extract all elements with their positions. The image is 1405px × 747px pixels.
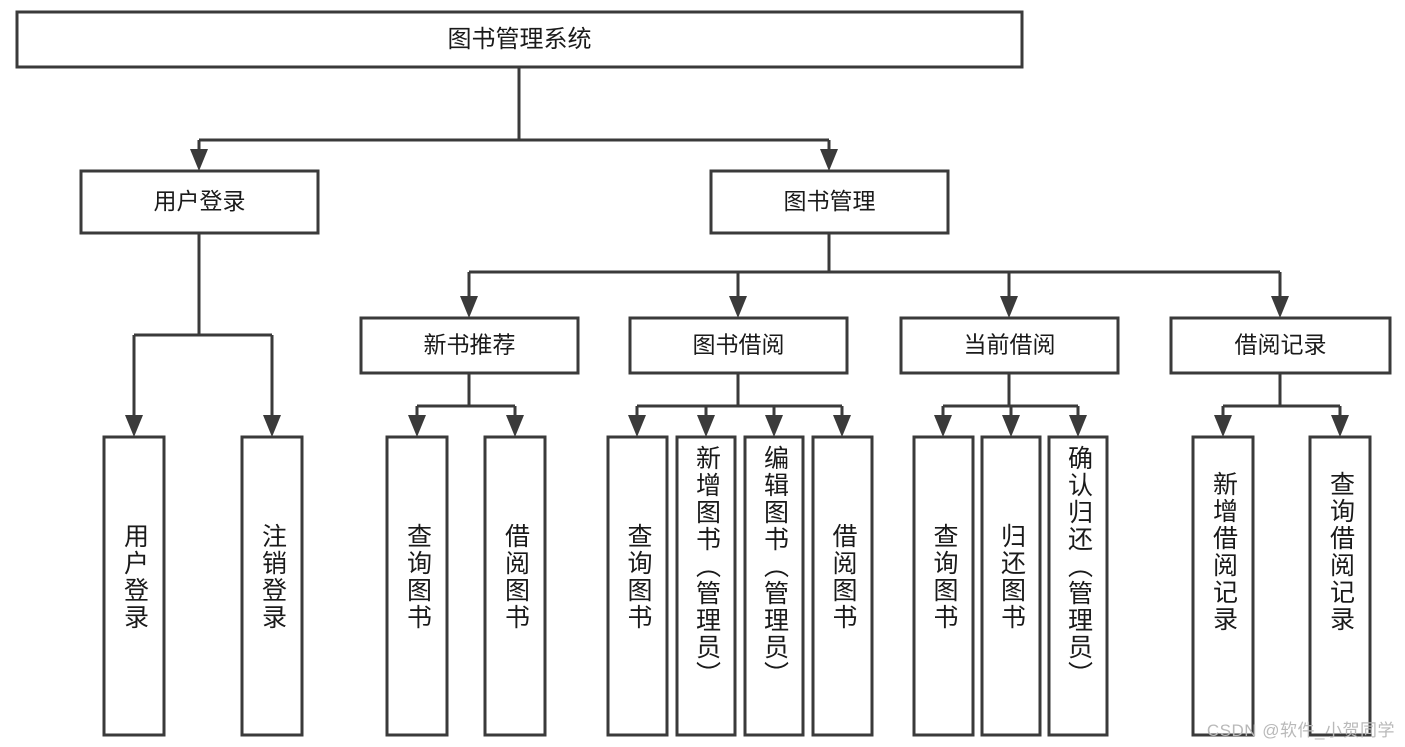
level3-node-box-2[interactable] — [899, 316, 1120, 375]
group-3-leaf-arrow-1-head — [1331, 415, 1349, 437]
level3-node-label-3: 借阅记录 — [1235, 332, 1327, 358]
leaf-node-box-10[interactable] — [1047, 435, 1109, 737]
login-leaf-arrow-0-head — [125, 415, 143, 437]
node-boxes-layer — [15, 10, 1392, 737]
level2-node-box-1[interactable] — [709, 169, 950, 235]
group-1-leaf-arrow-0-head — [628, 415, 646, 437]
root-branch-arrow-0-head — [190, 149, 208, 171]
root-node-box[interactable] — [15, 10, 1024, 69]
manage-branch-arrow-1-head — [729, 296, 747, 318]
group-2-leaf-arrow-2-head — [1069, 415, 1087, 437]
login-leaf-arrow-1-head — [263, 415, 281, 437]
watermark-text: CSDN @软件_小贺同学 — [1206, 721, 1395, 740]
level2-node-box-0[interactable] — [79, 169, 320, 235]
group-2-leaf-arrow-0-head — [934, 415, 952, 437]
group-0-leaf-arrow-0-head — [408, 415, 426, 437]
root-branch-arrow-1-head — [820, 149, 838, 171]
level3-node-label-2: 当前借阅 — [964, 332, 1056, 358]
leaf-node-box-11[interactable] — [1191, 435, 1255, 737]
manage-branch-arrow-3-head — [1271, 296, 1289, 318]
level3-node-label-1: 图书借阅 — [693, 332, 785, 358]
level3-node-box-1[interactable] — [628, 316, 849, 375]
group-3-leaf-arrow-0-head — [1214, 415, 1232, 437]
leaf-node-box-3[interactable] — [483, 435, 547, 737]
group-1-leaf-arrow-3-head — [833, 415, 851, 437]
manage-branch-arrow-0-head — [460, 296, 478, 318]
leaf-node-box-4[interactable] — [606, 435, 669, 737]
root-node-label: 图书管理系统 — [448, 26, 592, 53]
manage-branch-arrow-2-head — [1000, 296, 1018, 318]
leaf-node-box-0[interactable] — [102, 435, 166, 737]
group-1-leaf-arrow-1-head — [697, 415, 715, 437]
level3-node-box-3[interactable] — [1169, 316, 1392, 375]
level2-node-label-1: 图书管理 — [784, 188, 876, 214]
leaf-node-box-12[interactable] — [1308, 435, 1372, 737]
group-2-leaf-arrow-1-head — [1002, 415, 1020, 437]
leaf-node-box-7[interactable] — [811, 435, 874, 737]
leaf-node-box-9[interactable] — [980, 435, 1042, 737]
level3-node-box-0[interactable] — [359, 316, 580, 375]
leaf-node-box-1[interactable] — [240, 435, 304, 737]
level3-node-label-0: 新书推荐 — [424, 332, 516, 358]
group-1-leaf-arrow-2-head — [765, 415, 783, 437]
leaf-node-box-2[interactable] — [385, 435, 449, 737]
leaf-node-box-6[interactable] — [743, 435, 805, 737]
level2-node-label-0: 用户登录 — [154, 188, 246, 214]
connectors-layer — [125, 67, 1349, 437]
group-0-leaf-arrow-1-head — [506, 415, 524, 437]
leaf-node-box-8[interactable] — [912, 435, 975, 737]
leaf-node-box-5[interactable] — [675, 435, 737, 737]
